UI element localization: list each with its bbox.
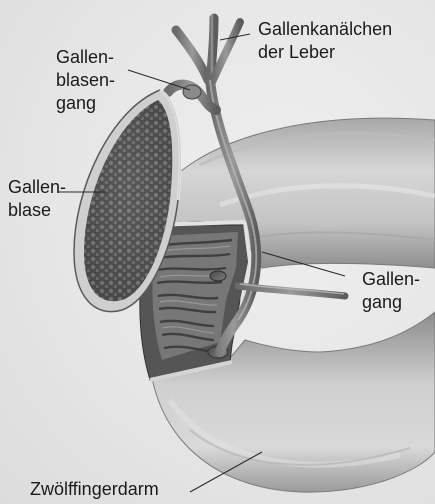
label-gallbladder: Gallen- blase [8,176,66,222]
label-cystic-duct: Gallen- blasen- gang [56,46,115,115]
label-duodenum: Zwölffingerdarm [30,478,159,501]
label-liver-bile-ducts: Gallenkanälchen der Leber [258,18,392,64]
liver-bile-ducts [176,18,240,82]
label-bile-duct: Gallen- gang [362,268,420,314]
